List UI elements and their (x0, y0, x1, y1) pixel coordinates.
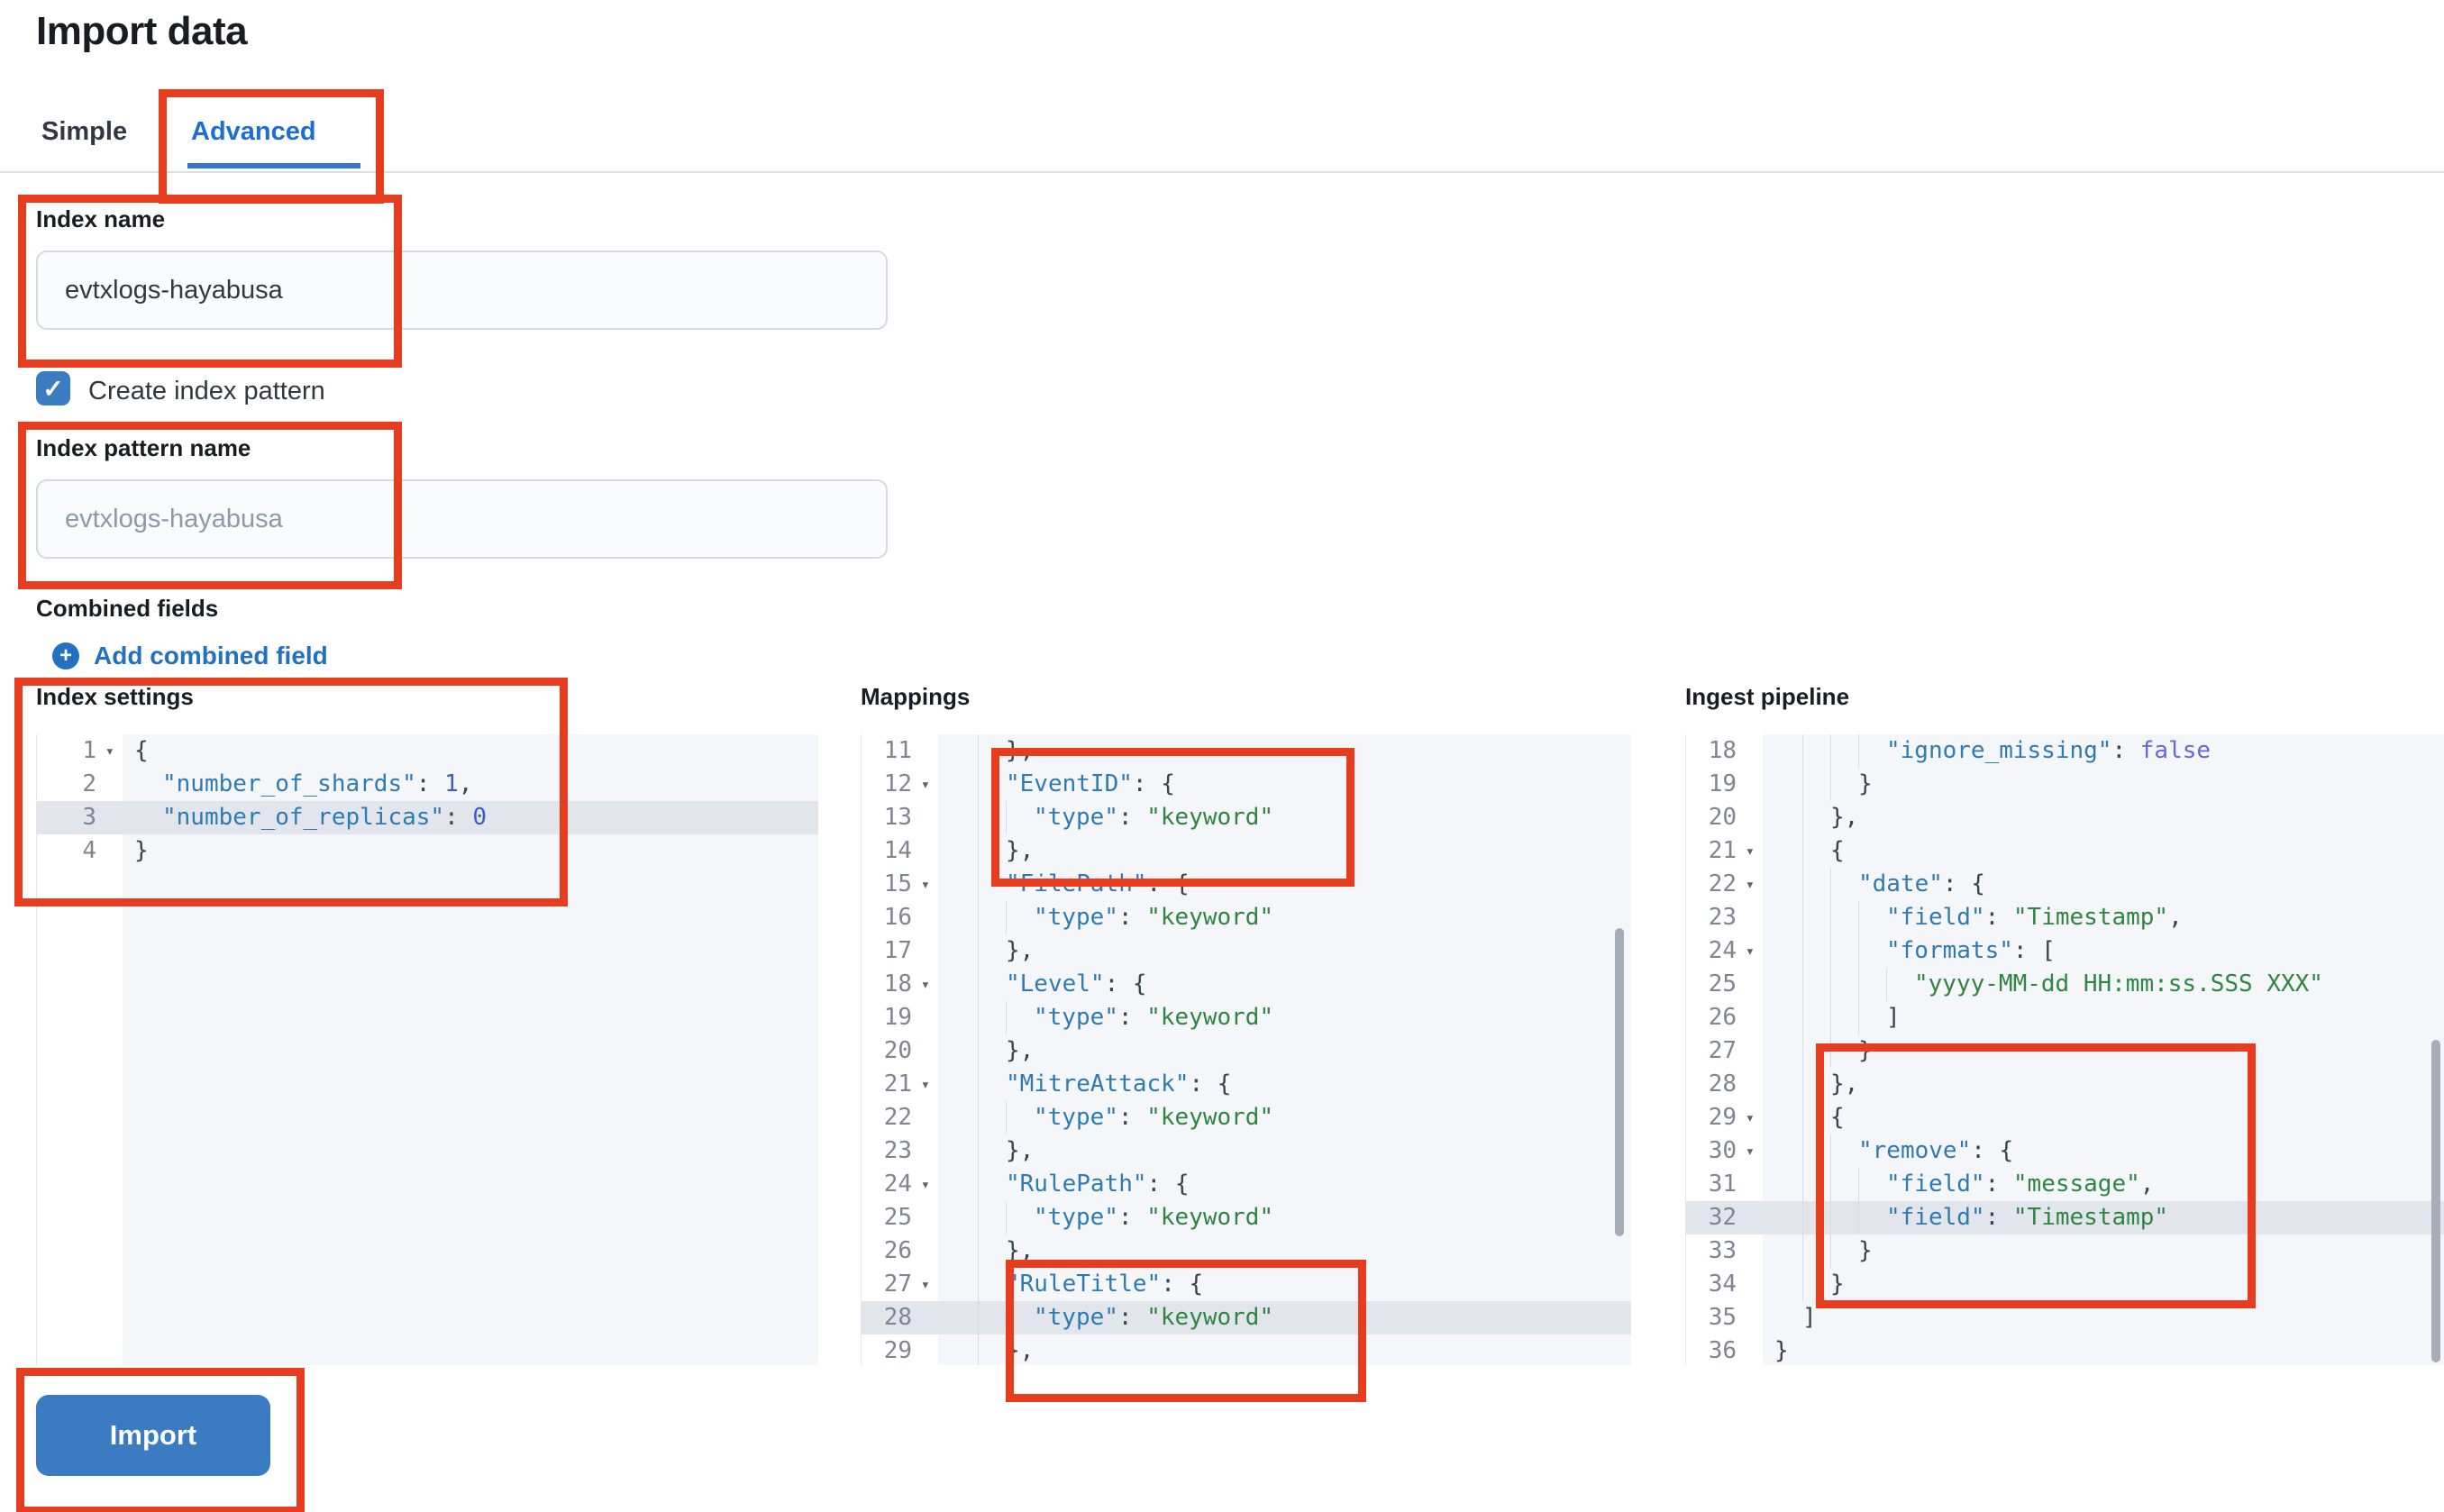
code-line: 18"ignore_missing": false (1685, 734, 2444, 768)
fold-arrow-icon[interactable]: ▾ (920, 976, 930, 994)
create-index-pattern-label: Create index pattern (88, 377, 325, 405)
code-line: 22"type": "keyword" (861, 1101, 1631, 1134)
fold-arrow-icon[interactable]: ▾ (920, 1076, 930, 1094)
index-settings-editor[interactable]: 1▾{2"number_of_shards": 1, 3"number_of_re… (36, 734, 818, 1365)
header-divider (0, 171, 2444, 173)
code-line: 11}, (861, 734, 1631, 768)
fold-arrow-icon[interactable]: ▾ (920, 876, 930, 894)
mappings-label: Mappings (861, 683, 971, 710)
code-line: 29}, (861, 1334, 1631, 1365)
code-line: 13"type": "keyword" (861, 801, 1631, 834)
code-line: 27▾"RuleTitle": { (861, 1268, 1631, 1301)
code-line: 24▾"RulePath": { (861, 1168, 1631, 1201)
code-line: 36} (1708, 1337, 1789, 1364)
code-line: 24▾"formats": [ (1685, 934, 2444, 968)
code-line: 26}, (861, 1234, 1631, 1268)
fold-arrow-icon[interactable]: ▾ (1745, 876, 1755, 894)
code-line: 25"type": "keyword" (861, 1201, 1631, 1234)
code-line: 27} (1685, 1034, 2444, 1068)
code-line: 32"field": "Timestamp" (1685, 1201, 2444, 1234)
index-pattern-name-input[interactable] (36, 479, 888, 559)
code-line: 34} (1685, 1268, 2444, 1301)
plus-icon: + (52, 642, 79, 669)
code-line: 12▾"EventID": { (861, 768, 1631, 801)
ingest-pipeline-scrollbar[interactable] (2431, 1040, 2440, 1362)
code-line: 17}, (861, 934, 1631, 968)
code-line: 30▾"remove": { (1685, 1134, 2444, 1168)
check-icon: ✓ (42, 374, 64, 403)
fold-arrow-icon[interactable]: ▾ (105, 742, 114, 761)
code-lines: 11},12▾"EventID": {13"type": "keyword"14… (861, 734, 1631, 1365)
code-line: 25"yyyy-MM-dd HH:mm:ss.SSS XXX" (1685, 968, 2444, 1001)
code-line: 16"type": "keyword" (861, 901, 1631, 934)
code-line: 20}, (861, 1034, 1631, 1068)
code-line: 26] (1685, 1001, 2444, 1034)
code-line: 18▾"Level": { (861, 968, 1631, 1001)
code-line: 15▾"FilePath": { (861, 868, 1631, 901)
code-line: 4} (82, 837, 149, 864)
code-line: 28"type": "keyword" (861, 1301, 1631, 1334)
ingest-pipeline-label: Ingest pipeline (1685, 683, 1850, 710)
fold-arrow-icon[interactable]: ▾ (1745, 943, 1755, 961)
mappings-editor[interactable]: 11},12▾"EventID": {13"type": "keyword"14… (861, 734, 1631, 1365)
code-line: 23"field": "Timestamp", (1685, 901, 2444, 934)
code-line: 19} (1685, 768, 2444, 801)
code-line: 2"number_of_shards": 1, (82, 770, 473, 797)
index-name-input[interactable] (36, 250, 888, 330)
code-line: 23}, (861, 1134, 1631, 1168)
code-lines: 1▾{2"number_of_shards": 1, 3"number_of_re… (36, 734, 818, 868)
gutter (861, 734, 938, 1365)
index-pattern-name-label: Index pattern name (36, 434, 251, 461)
import-button[interactable]: Import (36, 1395, 270, 1476)
combined-fields-label: Combined fields (36, 595, 219, 622)
index-name-label: Index name (36, 205, 166, 232)
tab-advanced[interactable]: Advanced (191, 117, 316, 146)
code-line: 14}, (861, 834, 1631, 868)
gutter (1685, 734, 1763, 1365)
code-line: 22▾"date": { (1685, 868, 2444, 901)
code-line: 35] (1708, 1304, 1817, 1331)
fold-arrow-icon[interactable]: ▾ (920, 1176, 930, 1194)
add-combined-field-button[interactable]: + Add combined field (52, 642, 328, 670)
index-settings-label: Index settings (36, 683, 194, 710)
fold-arrow-icon[interactable]: ▾ (1745, 843, 1755, 861)
code-line: 31"field": "message", (1685, 1168, 2444, 1201)
code-line: 1▾{ (36, 734, 818, 768)
fold-arrow-icon[interactable]: ▾ (1745, 1143, 1755, 1161)
code-line: 33} (1685, 1234, 2444, 1268)
fold-arrow-icon[interactable]: ▾ (920, 1276, 930, 1294)
add-combined-field-label: Add combined field (94, 642, 328, 669)
code-line: 3"number_of_replicas": 0 (36, 801, 818, 834)
code-line: 21▾"MitreAttack": { (861, 1068, 1631, 1101)
mappings-scrollbar[interactable] (1615, 928, 1624, 1236)
create-index-pattern-checkbox[interactable]: ✓ (36, 371, 70, 405)
code-line: 29▾{ (1685, 1101, 2444, 1134)
tab-advanced-underline (187, 163, 360, 169)
gutter (36, 734, 123, 1365)
fold-arrow-icon[interactable]: ▾ (1745, 1109, 1755, 1127)
code-line: 28}, (1685, 1068, 2444, 1101)
page-title: Import data (36, 9, 248, 53)
import-button-label: Import (109, 1419, 197, 1451)
fold-arrow-icon[interactable]: ▾ (920, 776, 930, 794)
code-line: 20}, (1685, 801, 2444, 834)
tab-simple[interactable]: Simple (41, 117, 128, 146)
code-line: 19"type": "keyword" (861, 1001, 1631, 1034)
code-line: 21▾{ (1685, 834, 2444, 868)
